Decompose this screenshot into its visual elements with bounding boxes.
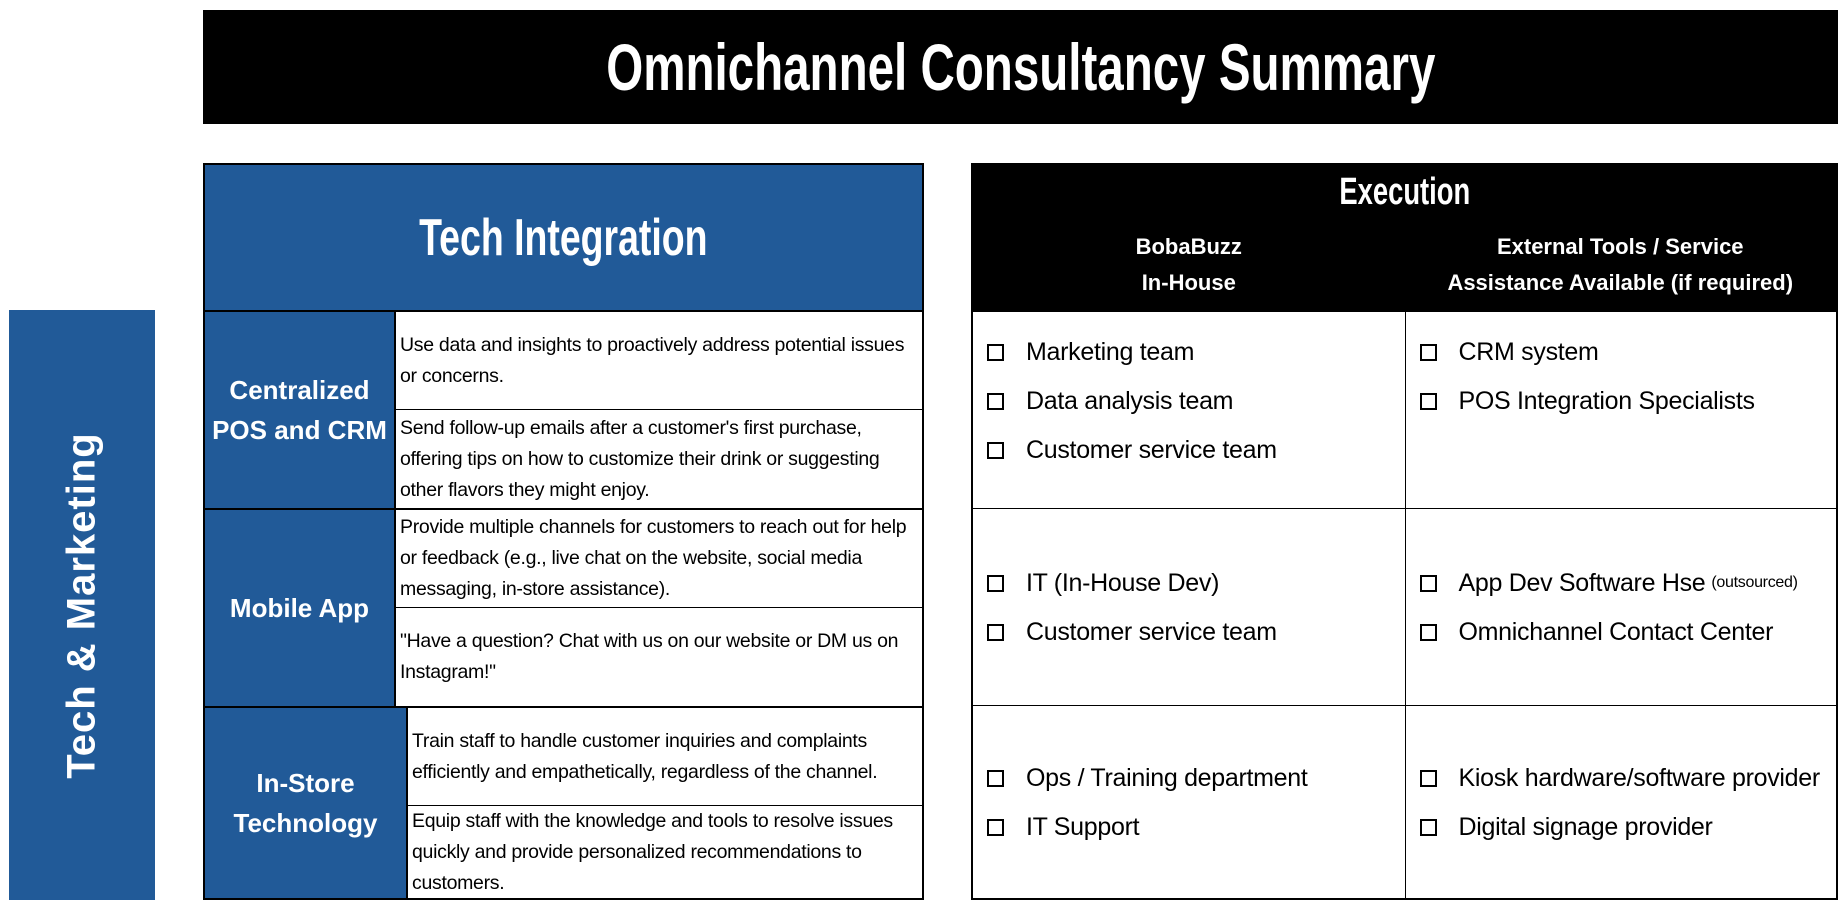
external-cell: App Dev Software Hse (outsourced) Omnicha… <box>1404 509 1837 706</box>
tech-row: Centralized POS and CRM Use data and ins… <box>205 312 922 510</box>
item-label: IT (In-House Dev) <box>1026 568 1220 597</box>
inhouse-header-line2: In-House <box>1141 270 1236 295</box>
execution-row: Ops / Training department IT Support Kio… <box>973 705 1836 899</box>
checklist-item[interactable]: POS Integration Specialists <box>1419 377 1837 426</box>
external-column-header: External Tools / Service Assistance Avai… <box>1405 229 1837 301</box>
row-label: Centralized POS and CRM <box>205 312 396 508</box>
checklist-item[interactable]: Customer service team <box>987 608 1405 657</box>
tech-row: Mobile App Provide multiple channels for… <box>205 510 922 708</box>
tech-cell: Use data and insights to proactively add… <box>400 333 905 387</box>
item-label: Data analysis team <box>1026 387 1234 415</box>
inhouse-column-header: BobaBuzz In-House <box>973 229 1405 301</box>
external-cell: CRM system POS Integration Specialists <box>1404 312 1837 508</box>
checkbox-icon[interactable] <box>1419 344 1437 361</box>
inhouse-header-line1: BobaBuzz <box>1135 234 1242 259</box>
side-category-label: Tech & Marketing <box>59 431 104 779</box>
checklist-item[interactable]: Ops / Training department <box>987 754 1405 803</box>
inhouse-cell: Ops / Training department IT Support <box>973 706 1405 899</box>
checkbox-icon[interactable] <box>1419 393 1437 410</box>
external-header-line1: External Tools / Service <box>1496 234 1744 259</box>
tech-integration-title: Tech Integration <box>419 208 708 267</box>
checkbox-icon[interactable] <box>1419 574 1437 592</box>
tech-integration-header: Tech Integration <box>205 165 922 312</box>
tech-integration-panel: Tech Integration Centralized POS and CRM… <box>203 163 924 900</box>
checkbox-icon[interactable] <box>987 442 1004 459</box>
checkbox-icon[interactable] <box>1419 769 1437 787</box>
item-label: Ops / Training department <box>1026 763 1308 792</box>
checklist-item[interactable]: App Dev Software Hse (outsourced) <box>1419 559 1837 608</box>
tech-row: In-Store Technology Train staff to handl… <box>205 708 922 898</box>
checkbox-icon[interactable] <box>987 344 1004 361</box>
execution-row: IT (In-House Dev) Customer service team … <box>973 508 1836 706</box>
checklist-item[interactable]: CRM system <box>1419 328 1837 377</box>
item-label: POS Integration Specialists <box>1458 387 1756 415</box>
checkbox-icon[interactable] <box>1419 818 1437 836</box>
item-label: Kiosk hardware/software provider <box>1458 763 1821 792</box>
item-label: Customer service team <box>1026 436 1277 464</box>
checklist-item[interactable]: Customer service team <box>987 426 1405 475</box>
checklist-item[interactable]: Omnichannel Contact Center <box>1419 608 1837 657</box>
checklist-item[interactable]: Kiosk hardware/software provider <box>1419 754 1837 803</box>
execution-title: Execution <box>1339 171 1470 213</box>
checklist-item[interactable]: Data analysis team <box>987 377 1405 426</box>
tech-cell: Provide multiple channels for customers … <box>400 516 907 600</box>
item-label: Customer service team <box>1026 617 1277 646</box>
external-header-line2: Assistance Available (if required) <box>1447 270 1794 295</box>
page-title: Omnichannel Consultancy Summary <box>605 30 1436 104</box>
tech-cell: Train staff to handle customer inquiries… <box>412 729 878 783</box>
item-label: Digital signage provider <box>1458 812 1713 841</box>
item-label: CRM system <box>1458 338 1599 366</box>
tech-cell: Equip staff with the knowledge and tools… <box>408 805 922 899</box>
tech-cell: "Have a question? Chat with us on our we… <box>396 607 922 706</box>
checklist-item[interactable]: Digital signage provider <box>1419 803 1837 852</box>
inhouse-cell: IT (In-House Dev) Customer service team <box>973 509 1405 706</box>
title-banner: Omnichannel Consultancy Summary <box>203 10 1838 124</box>
checkbox-icon[interactable] <box>1419 623 1437 641</box>
item-label: IT Support <box>1026 812 1140 841</box>
checklist-item[interactable]: IT (In-House Dev) <box>987 559 1405 608</box>
tech-cell: Send follow-up emails after a customer's… <box>396 409 922 508</box>
row-label: In-Store Technology <box>205 708 408 898</box>
execution-panel: Execution BobaBuzz In-House External Too… <box>971 163 1838 900</box>
item-label: App Dev Software Hse <box>1458 568 1706 597</box>
execution-header: Execution BobaBuzz In-House External Too… <box>973 165 1836 312</box>
checkbox-icon[interactable] <box>987 623 1004 641</box>
execution-row: Marketing team Data analysis team Custom… <box>973 312 1836 508</box>
checkbox-icon[interactable] <box>987 574 1004 592</box>
checklist-item[interactable]: IT Support <box>987 803 1405 852</box>
inhouse-cell: Marketing team Data analysis team Custom… <box>973 312 1405 508</box>
checkbox-icon[interactable] <box>987 818 1004 836</box>
item-label: Omnichannel Contact Center <box>1458 617 1774 646</box>
outsourced-note: (outsourced) <box>1711 574 1798 591</box>
external-cell: Kiosk hardware/software provider Digital… <box>1404 706 1837 899</box>
checklist-item[interactable]: Marketing team <box>987 328 1405 377</box>
side-category-tab: Tech & Marketing <box>9 310 155 900</box>
item-label: Marketing team <box>1026 338 1195 366</box>
row-label: Mobile App <box>205 510 396 706</box>
checkbox-icon[interactable] <box>987 393 1004 410</box>
checkbox-icon[interactable] <box>987 769 1004 787</box>
